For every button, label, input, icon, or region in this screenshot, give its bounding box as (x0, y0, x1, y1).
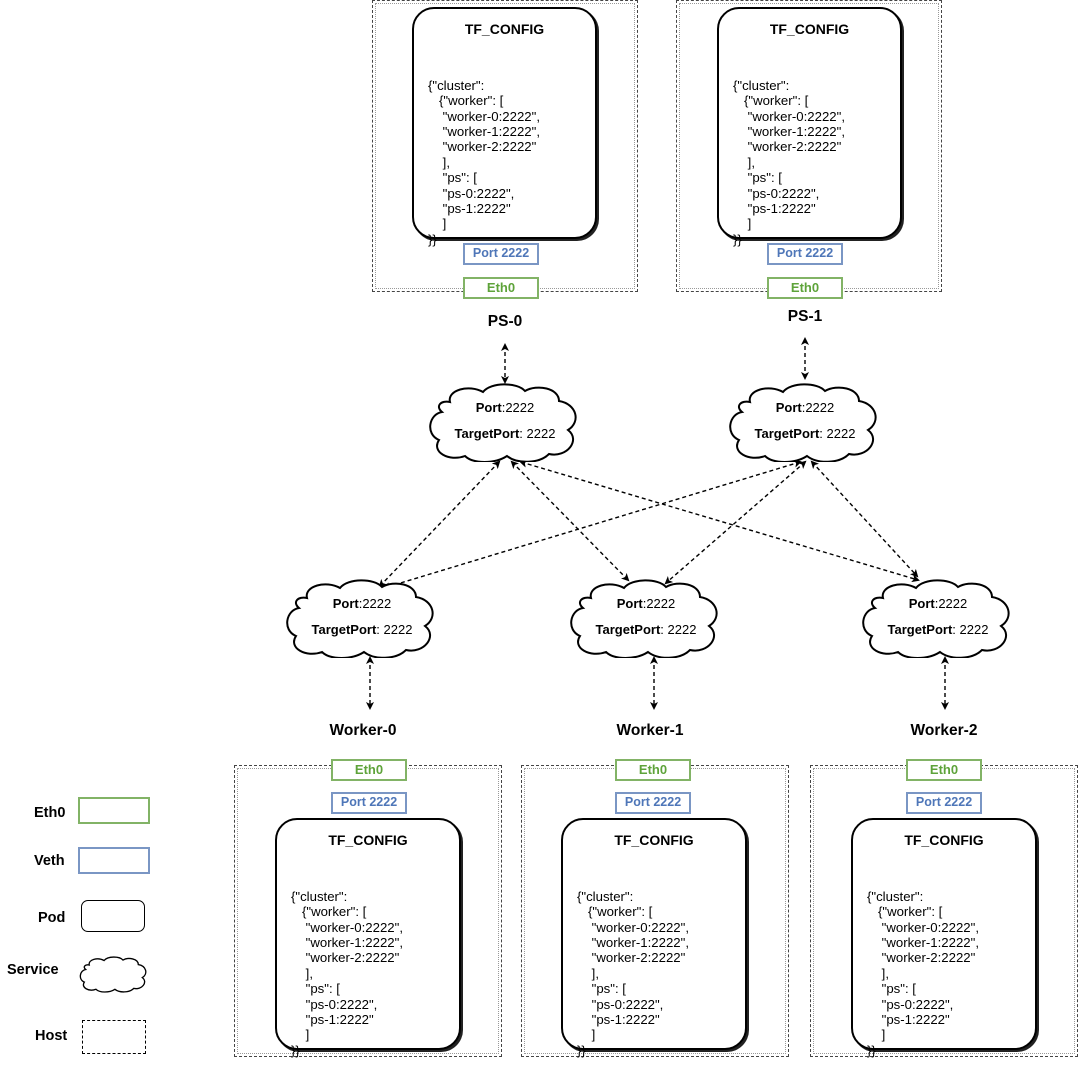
service-port-key: Port (476, 400, 503, 415)
tf-config-code: {"cluster": {"worker": [ "worker-0:2222"… (733, 77, 845, 247)
service-target-key: TargetPort (755, 426, 820, 441)
pod-worker0[interactable]: TF_CONFIG {"cluster": {"worker": [ "work… (275, 818, 461, 1058)
eth0-ps0: Eth0 (463, 277, 539, 299)
svg-text:Port:2222: Port:2222 (333, 596, 392, 611)
node-label-worker1: Worker-1 (616, 722, 684, 739)
legend-label-host: Host (35, 1028, 68, 1044)
pod-title: TF_CONFIG (614, 832, 694, 848)
eth0-worker1: Eth0 (615, 759, 691, 781)
service-port-key: Port (776, 400, 803, 415)
service-target-key: TargetPort (888, 622, 953, 637)
svg-text:Port:2222: Port:2222 (776, 400, 835, 415)
legend-label-service: Service (7, 962, 59, 978)
eth0-ps1: Eth0 (767, 277, 843, 299)
service-cloud-worker1[interactable]: Port:2222 TargetPort: 2222 (566, 578, 726, 658)
veth-port-ps0: Port 2222 (463, 243, 539, 265)
service-target-val: : 2222 (660, 622, 696, 637)
svg-text:TargetPort: 2222: TargetPort: 2222 (312, 622, 413, 637)
pod-worker1[interactable]: TF_CONFIG {"cluster": {"worker": [ "work… (561, 818, 747, 1058)
service-target-val: : 2222 (519, 426, 555, 441)
tf-config-code: {"cluster": {"worker": [ "worker-0:2222"… (428, 77, 540, 247)
service-port-key: Port (617, 596, 644, 611)
tf-cluster-diagram: TF_CONFIG {"cluster": {"worker": [ "work… (7, 0, 1078, 1058)
arrow-ps1svc-worker0svc (382, 459, 802, 591)
service-cloud-worker0[interactable]: Port:2222 TargetPort: 2222 (282, 578, 442, 658)
veth-port-worker0: Port 2222 (331, 792, 407, 814)
node-label-ps0: PS-0 (487, 313, 523, 330)
service-port-val: :2222 (643, 596, 676, 611)
pod-worker2[interactable]: TF_CONFIG {"cluster": {"worker": [ "work… (851, 818, 1037, 1058)
tf-config-code: {"cluster": {"worker": [ "worker-0:2222"… (291, 888, 403, 1058)
service-cloud-worker2[interactable]: Port:2222 TargetPort: 2222 (858, 578, 1018, 658)
legend-eth0-swatch (78, 797, 150, 824)
service-target-key: TargetPort (455, 426, 520, 441)
legend-service-swatch (79, 956, 147, 993)
legend-label-veth: Veth (34, 853, 65, 869)
pod-title: TF_CONFIG (769, 21, 850, 37)
pod-title: TF_CONFIG (904, 832, 984, 848)
svg-text:Port:2222: Port:2222 (909, 596, 968, 611)
veth-port-worker1: Port 2222 (615, 792, 691, 814)
svg-text:TargetPort: 2222: TargetPort: 2222 (455, 426, 556, 441)
legend-pod-swatch (81, 900, 145, 932)
service-target-val: : 2222 (376, 622, 412, 637)
svg-text:TargetPort: 2222: TargetPort: 2222 (755, 426, 856, 441)
service-port-key: Port (909, 596, 936, 611)
tf-config-code: {"cluster": {"worker": [ "worker-0:2222"… (577, 888, 689, 1058)
service-cloud-ps0[interactable]: Port:2222 TargetPort: 2222 (425, 382, 585, 462)
node-label-ps1: PS-1 (787, 308, 823, 325)
node-label-worker2: Worker-2 (910, 722, 978, 739)
node-label-worker0: Worker-0 (329, 722, 397, 739)
service-target-key: TargetPort (312, 622, 377, 637)
svg-text:TargetPort: 2222: TargetPort: 2222 (596, 622, 697, 637)
legend-host-swatch (82, 1020, 146, 1054)
connection-layer (366, 337, 949, 710)
svg-text:Port:2222: Port:2222 (476, 400, 535, 415)
veth-port-worker2: Port 2222 (906, 792, 982, 814)
tf-config-code: {"cluster": {"worker": [ "worker-0:2222"… (867, 888, 979, 1058)
service-port-val: :2222 (802, 400, 835, 415)
service-port-val: :2222 (359, 596, 392, 611)
svg-text:Port:2222: Port:2222 (617, 596, 676, 611)
pod-title: TF_CONFIG (464, 21, 545, 37)
legend-veth-swatch (78, 847, 150, 874)
service-target-val: : 2222 (819, 426, 855, 441)
arrow-ps1svc-worker2svc (810, 460, 919, 578)
pod-ps1[interactable]: TF_CONFIG {"cluster": {"worker": [ "work… (717, 7, 902, 247)
eth0-worker2: Eth0 (906, 759, 982, 781)
pod-title: TF_CONFIG (328, 832, 408, 848)
pod-ps0[interactable]: TF_CONFIG {"cluster": {"worker": [ "work… (412, 7, 597, 247)
svg-text:TargetPort: 2222: TargetPort: 2222 (888, 622, 989, 637)
service-port-val: :2222 (935, 596, 968, 611)
service-port-val: :2222 (502, 400, 535, 415)
arrow-ps0svc-worker2svc (519, 459, 920, 583)
legend-label-eth0: Eth0 (34, 805, 66, 821)
arrow-ps1svc-worker1svc (664, 460, 807, 585)
arrow-ps0svc-worker0svc (378, 460, 501, 588)
service-target-val: : 2222 (952, 622, 988, 637)
service-port-key: Port (333, 596, 360, 611)
service-cloud-ps1[interactable]: Port:2222 TargetPort: 2222 (725, 382, 885, 462)
eth0-worker0: Eth0 (331, 759, 407, 781)
veth-port-ps1: Port 2222 (767, 243, 843, 265)
service-target-key: TargetPort (596, 622, 661, 637)
legend-label-pod: Pod (38, 910, 66, 926)
arrow-ps0svc-worker1svc (510, 460, 630, 582)
